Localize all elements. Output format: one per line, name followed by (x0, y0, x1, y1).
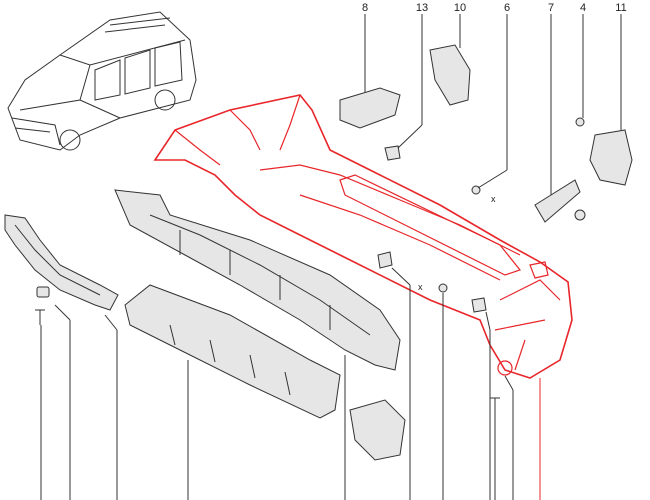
callout-4: 4 (580, 2, 586, 14)
lower-diffuser (124, 284, 341, 419)
callout-labels: 8 13 10 6 7 4 11 x x (362, 2, 627, 292)
callout-11: 11 (615, 2, 626, 14)
clip-13 (384, 145, 401, 161)
callout-13: 13 (416, 2, 428, 14)
leader-lines (40, 14, 622, 500)
callout-8: 8 (362, 2, 368, 14)
mudguard (349, 399, 406, 461)
strip-7 (534, 179, 581, 223)
rear-bumper-cover (153, 94, 573, 379)
side-bracket-left (4, 214, 119, 311)
dimension-mark-x: x (491, 194, 496, 204)
callout-6: 6 (504, 2, 510, 14)
bracket-10 (429, 44, 471, 106)
vehicle-thumbnail (7, 11, 197, 151)
bracket-11 (589, 129, 633, 186)
small-parts (35, 44, 633, 461)
bumper-beam (114, 189, 401, 371)
callout-10: 10 (454, 2, 466, 14)
callout-7: 7 (548, 2, 554, 14)
dimension-mark-x: x (418, 282, 423, 292)
bracket-8 (339, 87, 401, 129)
